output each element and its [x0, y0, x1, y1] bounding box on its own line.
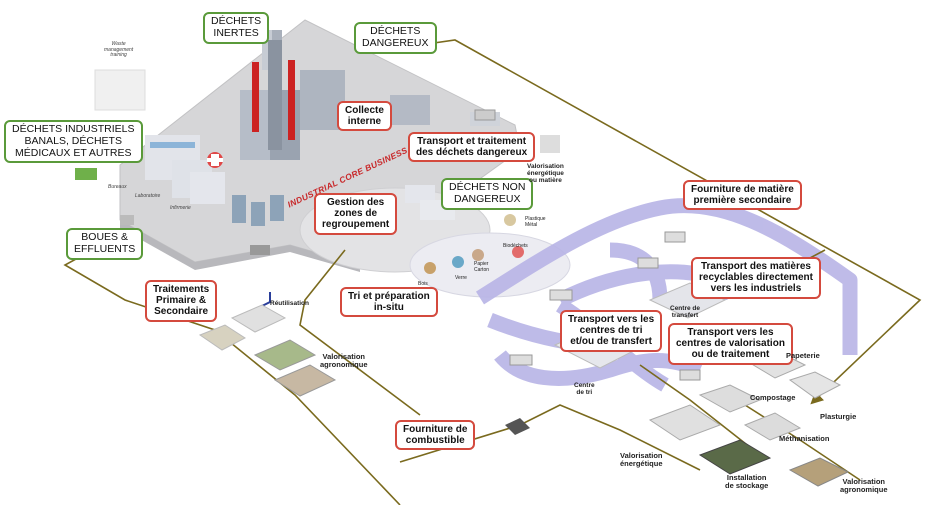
val-energetique-label: Valorisation énergétique — [620, 451, 663, 469]
biodechets-label: Biodéchets — [503, 243, 528, 249]
transport-dangereux-label: Transport et traitement des déchets dang… — [408, 132, 536, 163]
installation-stockage-label: Installation de stockage — [725, 473, 769, 491]
laboratoire-label: Laboratoire — [135, 193, 161, 199]
platform-edge — [120, 220, 360, 272]
centre-tri-label: Centre de tri — [574, 382, 595, 397]
boues-effluents-label: BOUES & EFFLUENTS — [66, 228, 144, 260]
gestion-zones-label: Gestion des zones de regroupement — [314, 193, 398, 235]
bois-label: Bois — [418, 281, 428, 287]
papeterie-label: Papeterie — [786, 351, 820, 360]
dechets-inertes-label: DÉCHETS INERTES — [203, 12, 270, 44]
tri-preparation-label: Tri et préparation in-situ — [340, 287, 438, 318]
verre-label: Verre — [455, 275, 467, 281]
transport-recyclables-label: Transport des matières recyclables direc… — [691, 257, 821, 299]
plasturgie-label: Plasturgie — [820, 412, 857, 421]
boues-flow — [63, 234, 401, 505]
transport-tri-label: Transport vers les centres de tri et/ou … — [560, 310, 663, 352]
feedback-loop — [299, 249, 421, 416]
infirmerie-label: Infirmerie — [170, 205, 191, 211]
valorisation-agronomique-1-label: Valorisation agronomique — [320, 352, 368, 370]
dechets-non-dangereux-label: DÉCHETS NON DANGEREUX — [441, 178, 534, 210]
combustible-flow — [399, 404, 701, 471]
compostage-label: Compostage — [750, 393, 796, 402]
methanisation-label: Méthanisation — [779, 434, 830, 443]
centre-transfert-label: Centre de transfert — [670, 305, 700, 320]
external-facilities — [198, 282, 850, 487]
waste-training-label: Waste management training — [104, 41, 134, 58]
fourniture-combustible-label: Fourniture de combustible — [395, 420, 476, 451]
valorisation-agronomique-2-label: Valorisation agronomique — [840, 477, 888, 495]
transport-valorisation-label: Transport vers les centres de valorisati… — [668, 323, 793, 365]
collecte-interne-label: Collecte interne — [337, 101, 392, 132]
papier-carton-label: Papier Carton — [474, 261, 490, 273]
dechets-industriels-label: DÉCHETS INDUSTRIELS BANALS, DÉCHETS MÉDI… — [4, 120, 143, 164]
buildings — [75, 30, 560, 255]
agronomique-flow — [744, 404, 861, 481]
reutilisation-label: Réutilisation — [270, 300, 310, 307]
matiere-secondaire-loop — [419, 39, 922, 405]
stockage-flow — [639, 364, 761, 456]
traitements-label: Traitements Primaire & Secondaire — [145, 280, 218, 322]
fourniture-matiere-label: Fourniture de matière première secondair… — [683, 180, 802, 211]
material-piles — [424, 214, 524, 274]
trucks — [474, 109, 701, 381]
plastique-metal-label: Plastique Métal — [525, 216, 546, 228]
bureaux-label: Bureaux — [108, 184, 127, 190]
dechets-dangereux-label: DÉCHETS DANGEREUX — [354, 22, 437, 54]
val-energetique-matiere-label: Valorisation énergétique ou matière — [527, 163, 564, 185]
